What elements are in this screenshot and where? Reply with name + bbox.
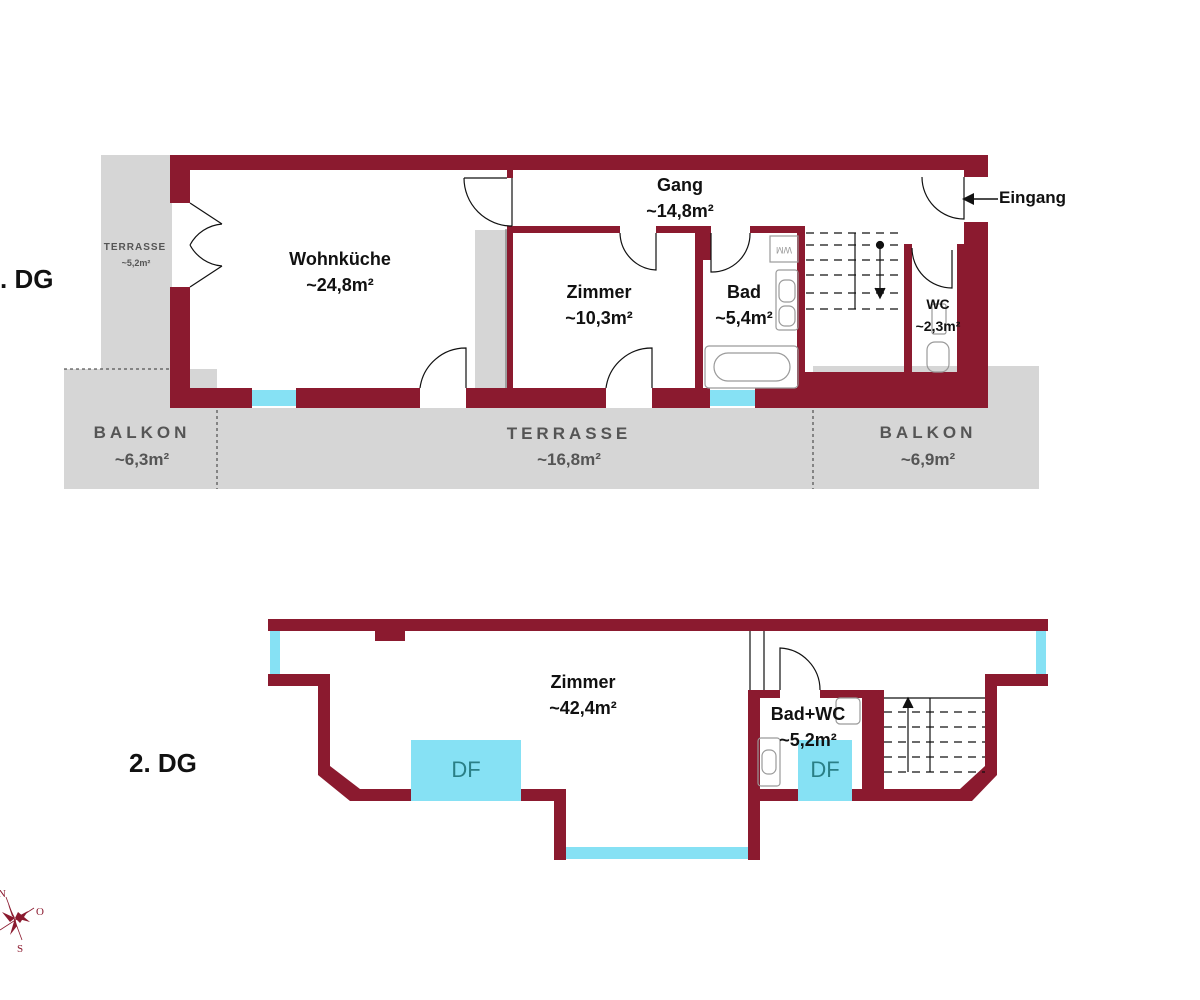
window-bad bbox=[710, 390, 755, 406]
wc-area: ~2,3m² bbox=[916, 318, 961, 334]
balkon-left-area-text: ~6,3m² bbox=[115, 450, 170, 469]
terrasse-small-area bbox=[101, 155, 172, 369]
zimmer2-area: ~42,4m² bbox=[549, 698, 617, 718]
toilet-icon bbox=[926, 341, 950, 373]
wohnkueche-name: Wohnküche bbox=[289, 249, 391, 269]
zimmer2-name: Zimmer bbox=[550, 672, 615, 692]
wm-label: WM bbox=[776, 245, 792, 255]
washing-machine-icon bbox=[769, 235, 799, 263]
gang-area: ~14,8m² bbox=[646, 201, 714, 221]
compass-south: S bbox=[17, 943, 23, 955]
skylight-zimmer bbox=[411, 740, 521, 801]
terrasse-main-area-text: ~16,8m² bbox=[537, 450, 601, 469]
zimmer-area: ~10,3m² bbox=[565, 308, 633, 328]
balkon-left-name: BALKON bbox=[94, 423, 191, 442]
terrasse-small-area-text: ~5,2m² bbox=[122, 258, 151, 268]
window-wohnkueche bbox=[252, 390, 296, 406]
zimmer-name: Zimmer bbox=[566, 282, 631, 302]
floor2-level-label: 2. DG bbox=[129, 748, 197, 778]
balkon-right-area-text: ~6,9m² bbox=[901, 450, 956, 469]
terrasse-main-name: TERRASSE bbox=[507, 424, 632, 443]
outer-walls-floor2 bbox=[268, 619, 1048, 860]
entrance-label: Eingang bbox=[999, 188, 1066, 207]
bathroom-fixtures-floor2 bbox=[757, 697, 861, 787]
gang-name: Gang bbox=[657, 175, 703, 195]
bathroom-fixtures-floor1 bbox=[704, 235, 950, 389]
doors-floor2 bbox=[749, 631, 821, 691]
shower-icon bbox=[757, 737, 781, 787]
skylight-bad-label: DF bbox=[810, 757, 839, 782]
toilet-icon-floor2 bbox=[835, 697, 861, 725]
bad-name: Bad bbox=[727, 282, 761, 302]
doors bbox=[189, 176, 965, 389]
terrasse-small-name: TERRASSE bbox=[104, 242, 166, 253]
wc-name: WC bbox=[926, 296, 949, 312]
bathtub-icon bbox=[704, 345, 799, 389]
entrance-arrow-icon bbox=[962, 193, 998, 205]
stairs-floor2 bbox=[884, 696, 985, 773]
floor-2: DF DF Zimmer ~42,4m² Bad+WC ~5,2m² 2. bbox=[129, 619, 1048, 860]
skylight-zimmer-label: DF bbox=[451, 757, 480, 782]
terrasse-main-area bbox=[217, 408, 813, 489]
wohnkueche-area: ~24,8m² bbox=[306, 275, 374, 295]
floor-1: WM Eingang Wohnküche ~24,8m² Gang ~14,8m… bbox=[0, 155, 1066, 489]
interior-walls bbox=[507, 168, 965, 388]
skylight-bad bbox=[798, 740, 852, 801]
outer-walls bbox=[170, 155, 988, 408]
terrasse-sideyard-area bbox=[475, 230, 507, 388]
compass-north: N bbox=[0, 888, 6, 900]
badwc-area: ~5,2m² bbox=[779, 730, 837, 750]
floor1-level-label: . DG bbox=[0, 264, 53, 294]
compass-rose-icon: N O S bbox=[0, 888, 44, 955]
stairs-floor1 bbox=[806, 232, 904, 310]
balkon-right-name: BALKON bbox=[880, 423, 977, 442]
windows-floor2 bbox=[270, 631, 1046, 859]
badwc-name: Bad+WC bbox=[771, 704, 846, 724]
bad-area: ~5,4m² bbox=[715, 308, 773, 328]
compass-east: O bbox=[36, 906, 44, 918]
sink-icon bbox=[775, 269, 799, 331]
